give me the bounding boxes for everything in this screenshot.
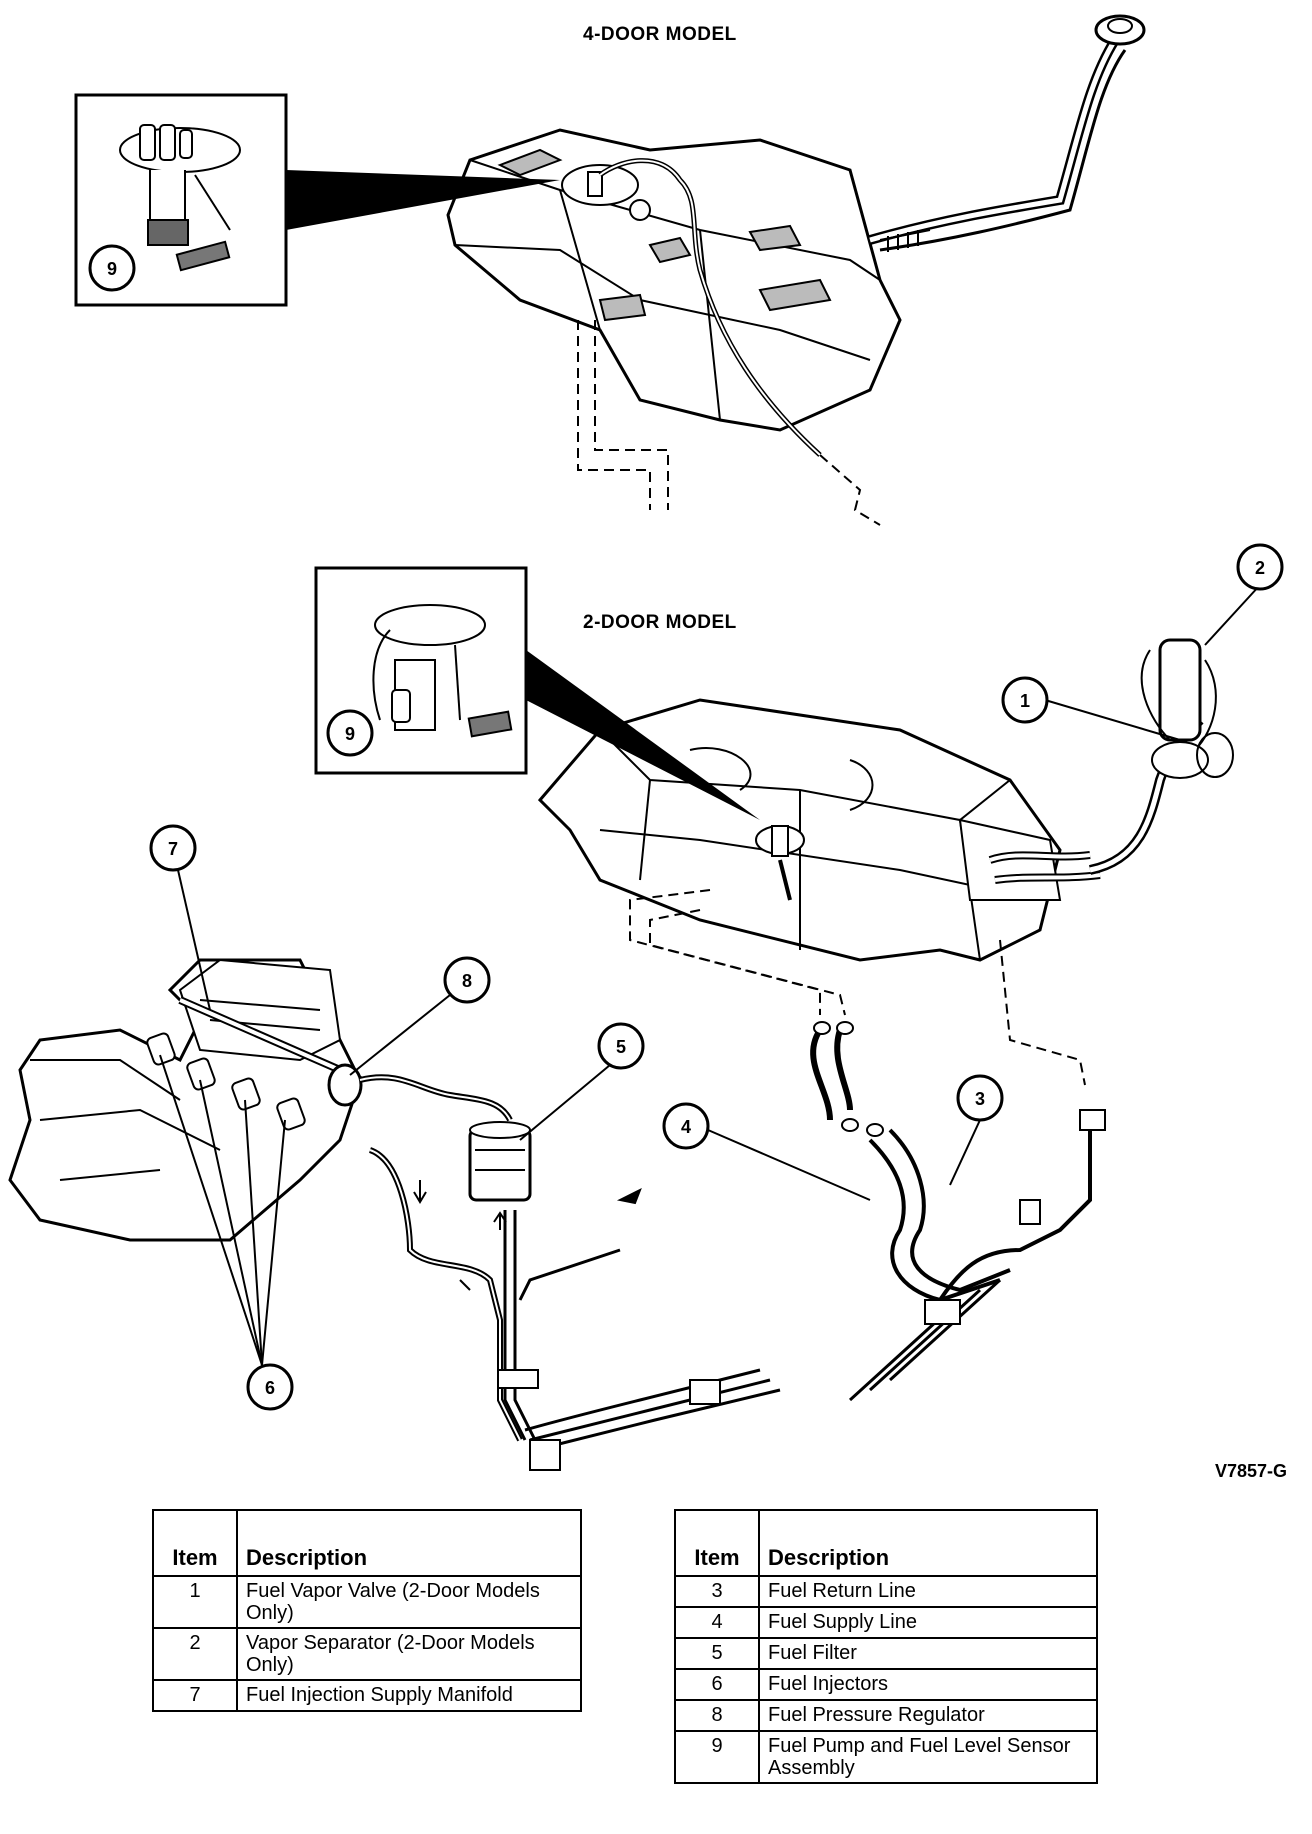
four-door-pump-inset: 9 — [74, 93, 560, 307]
legend-item-description: Fuel Pressure Regulator — [758, 1699, 1098, 1732]
legend-item-description: Fuel Injectors — [758, 1668, 1098, 1701]
table-row: 2 Vapor Separator (2-Door Models Only) — [152, 1627, 582, 1681]
two-door-pump-inset: 9 — [314, 566, 760, 820]
title-4-door-model: 4-DOOR MODEL — [583, 24, 737, 45]
callout-9-four-door: 9 — [107, 259, 117, 279]
callout-3: 3 — [975, 1089, 985, 1109]
callout-4: 4 — [681, 1117, 691, 1137]
callout-1: 1 — [1020, 691, 1030, 711]
legend-right-header-description: Description — [758, 1509, 1098, 1577]
four-door-fuel-tank — [446, 14, 1146, 526]
legend-table-right: Item Description 3 Fuel Return Line 4 Fu… — [674, 1509, 1098, 1784]
table-row: 5 Fuel Filter — [674, 1637, 1098, 1670]
table-row: 9 Fuel Pump and Fuel Level Sensor Assemb… — [674, 1730, 1098, 1784]
legend-item-description: Fuel Filter — [758, 1637, 1098, 1670]
legend-table-left: Item Description 1 Fuel Vapor Valve (2-D… — [152, 1509, 582, 1712]
legend-item-number: 1 — [152, 1575, 238, 1629]
legend-item-description: Fuel Return Line — [758, 1575, 1098, 1608]
callout-2: 2 — [1255, 558, 1265, 578]
legend-item-description: Fuel Supply Line — [758, 1606, 1098, 1639]
legend-item-description: Fuel Pump and Fuel Level Sensor Assembly — [758, 1730, 1098, 1784]
callout-8: 8 — [462, 971, 472, 991]
legend-item-number: 3 — [674, 1575, 760, 1608]
table-row: 6 Fuel Injectors — [674, 1668, 1098, 1701]
table-row: 4 Fuel Supply Line — [674, 1606, 1098, 1639]
legend-item-description: Fuel Vapor Valve (2-Door Models Only) — [236, 1575, 582, 1629]
legend-right-header-item: Item — [674, 1509, 760, 1577]
legend-item-description: Fuel Injection Supply Manifold — [236, 1679, 582, 1712]
legend-item-number: 9 — [674, 1730, 760, 1784]
legend-item-number: 7 — [152, 1679, 238, 1712]
legend-item-number: 8 — [674, 1699, 760, 1732]
two-door-fuel-tank — [537, 638, 1234, 1086]
table-row: 8 Fuel Pressure Regulator — [674, 1699, 1098, 1732]
legend-item-number: 4 — [674, 1606, 760, 1639]
fuel-lines — [359, 1021, 1106, 1471]
legend-left-header-item: Item — [152, 1509, 238, 1577]
callout-7: 7 — [168, 839, 178, 859]
legend-item-number: 6 — [674, 1668, 760, 1701]
legend-item-number: 5 — [674, 1637, 760, 1670]
legend-item-description: Vapor Separator (2-Door Models Only) — [236, 1627, 582, 1681]
table-row: 3 Fuel Return Line — [674, 1575, 1098, 1608]
callout-5: 5 — [616, 1037, 626, 1057]
legend-left-header-description: Description — [236, 1509, 582, 1577]
engine-assembly — [8, 958, 363, 1242]
title-2-door-model: 2-DOOR MODEL — [583, 612, 737, 633]
callout-6: 6 — [265, 1378, 275, 1398]
figure-code: V7857-G — [1215, 1461, 1288, 1481]
legend-item-number: 2 — [152, 1627, 238, 1681]
fuel-system-diagram: 9 — [8, 14, 1284, 1471]
table-row: 7 Fuel Injection Supply Manifold — [152, 1679, 582, 1712]
callouts: 1 2 3 4 5 6 7 8 — [149, 543, 1284, 1411]
table-row: 1 Fuel Vapor Valve (2-Door Models Only) — [152, 1575, 582, 1629]
callout-9-two-door: 9 — [345, 724, 355, 744]
